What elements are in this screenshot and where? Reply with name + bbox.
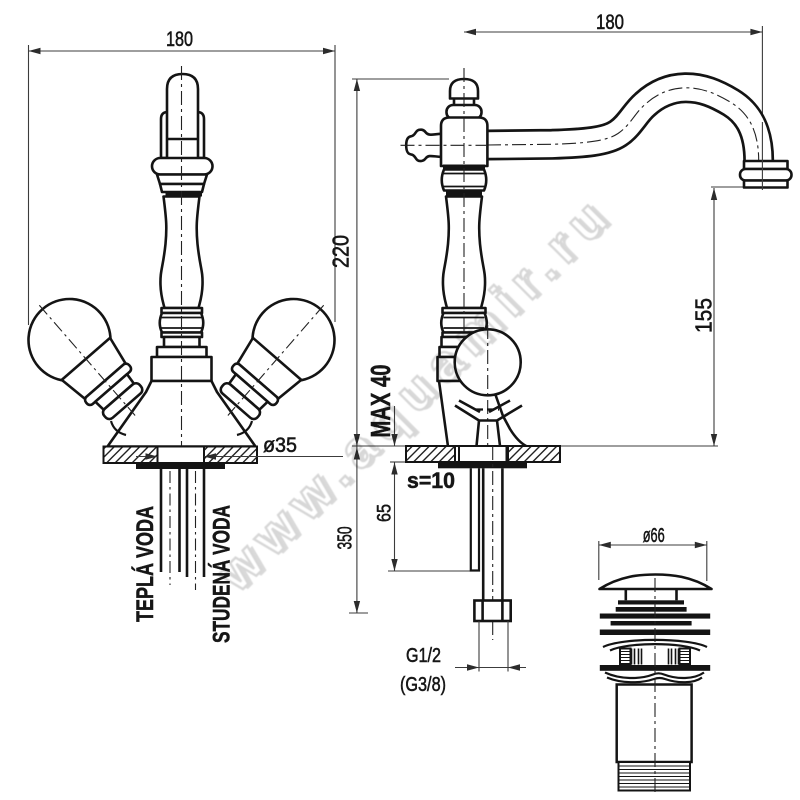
svg-text:ø66: ø66	[643, 525, 665, 547]
svg-text:s=10: s=10	[407, 468, 455, 493]
svg-text:ø35: ø35	[263, 434, 297, 457]
svg-text:TEPLÁ VODA: TEPLÁ VODA	[131, 506, 159, 622]
svg-text:STUDENÁ VODA: STUDENÁ VODA	[208, 505, 236, 643]
svg-text:G1/2: G1/2	[406, 645, 441, 667]
svg-text:65: 65	[375, 504, 396, 522]
svg-text:155: 155	[691, 298, 717, 333]
svg-text:MAX 40: MAX 40	[365, 365, 396, 438]
svg-text:220: 220	[328, 235, 354, 268]
svg-text:180: 180	[596, 11, 624, 34]
svg-text:180: 180	[166, 28, 193, 51]
svg-text:(G3/8): (G3/8)	[400, 674, 446, 696]
svg-text:350: 350	[335, 527, 357, 550]
